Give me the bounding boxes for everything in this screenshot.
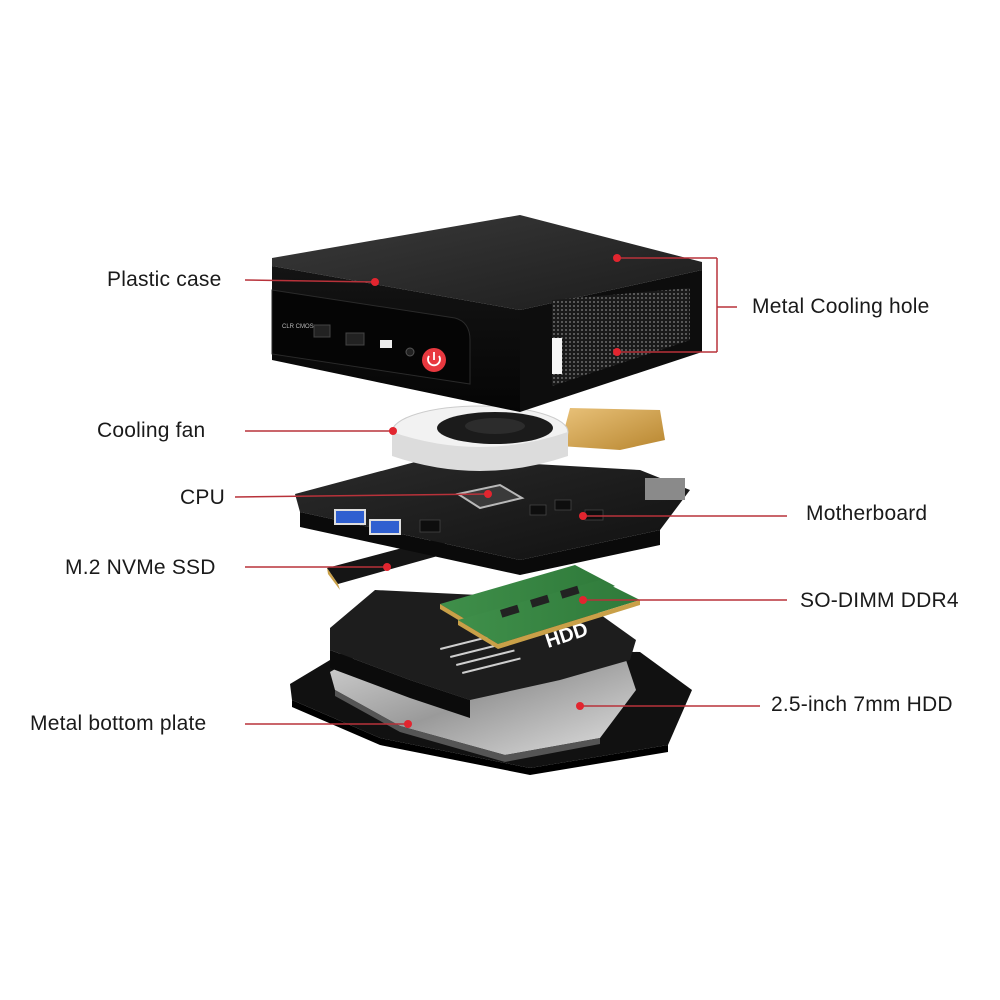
label-hdd: 2.5-inch 7mm HDD [771,693,953,716]
metal-cooling-hole-mesh [552,288,690,386]
label-metal-bottom-plate: Metal bottom plate [30,712,207,735]
usb-port-1 [334,509,366,525]
label-sodimm-ddr4: SO-DIMM DDR4 [800,589,959,612]
rj45-port [645,478,685,500]
dot-cpu [484,490,492,498]
clr-cmos-text: CLR CMOS [282,324,314,330]
label-cooling-fan: Cooling fan [97,419,206,442]
front-port-2 [345,332,365,346]
label-motherboard: Motherboard [806,502,928,525]
dot-cooling-hole-side [613,348,621,356]
dot-bottom-plate [404,720,412,728]
label-m2-ssd: M.2 NVMe SSD [65,556,216,579]
label-metal-cooling-hole: Metal Cooling hole [752,295,930,318]
heat-pipe [560,408,665,450]
label-plastic-case: Plastic case [107,268,222,291]
dot-motherboard [579,512,587,520]
dot-hdd [576,702,584,710]
dot-sodimm [579,596,587,604]
leader-lines [234,257,787,725]
dot-plastic-case [371,278,379,286]
front-port-1 [313,324,331,338]
plastic-case: CLR CMOS [271,215,702,412]
front-port-3 [380,340,392,348]
leader-dots [371,254,621,728]
label-cpu: CPU [180,486,225,509]
sodimm-modules [440,565,640,649]
audio-jack [405,347,415,357]
cooling-fan [391,405,665,471]
dot-cooling-hole-top [613,254,621,262]
usb-port-2 [369,519,401,535]
dot-cooling-fan [389,427,397,435]
dot-m2-ssd [383,563,391,571]
